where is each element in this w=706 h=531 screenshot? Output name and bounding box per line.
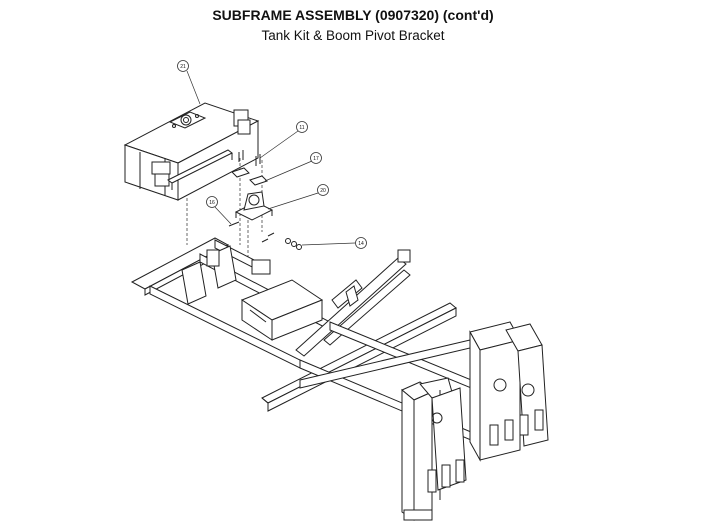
bolts-and-plates [228, 150, 302, 250]
front-upright [401, 377, 467, 521]
boom-pivot-bracket [234, 191, 274, 221]
page-title: SUBFRAME ASSEMBLY (0907320) (cont'd) [212, 7, 494, 23]
svg-text:17: 17 [313, 156, 319, 162]
callout-14: 14 [301, 237, 367, 249]
callout-16: 16 [206, 196, 232, 225]
page-subtitle: Tank Kit & Boom Pivot Bracket [261, 28, 445, 43]
svg-text:16: 16 [209, 200, 215, 206]
svg-text:11: 11 [299, 125, 304, 131]
svg-text:20: 20 [320, 188, 326, 194]
svg-text:21: 21 [180, 64, 186, 70]
hydraulic-tank [123, 102, 260, 201]
callout-21: 21 [177, 60, 201, 105]
callout-11: 11 [259, 121, 308, 159]
svg-text:14: 14 [358, 241, 364, 247]
rear-upright [469, 321, 549, 462]
callout-17: 17 [264, 152, 322, 182]
callout-20: 20 [267, 184, 329, 210]
